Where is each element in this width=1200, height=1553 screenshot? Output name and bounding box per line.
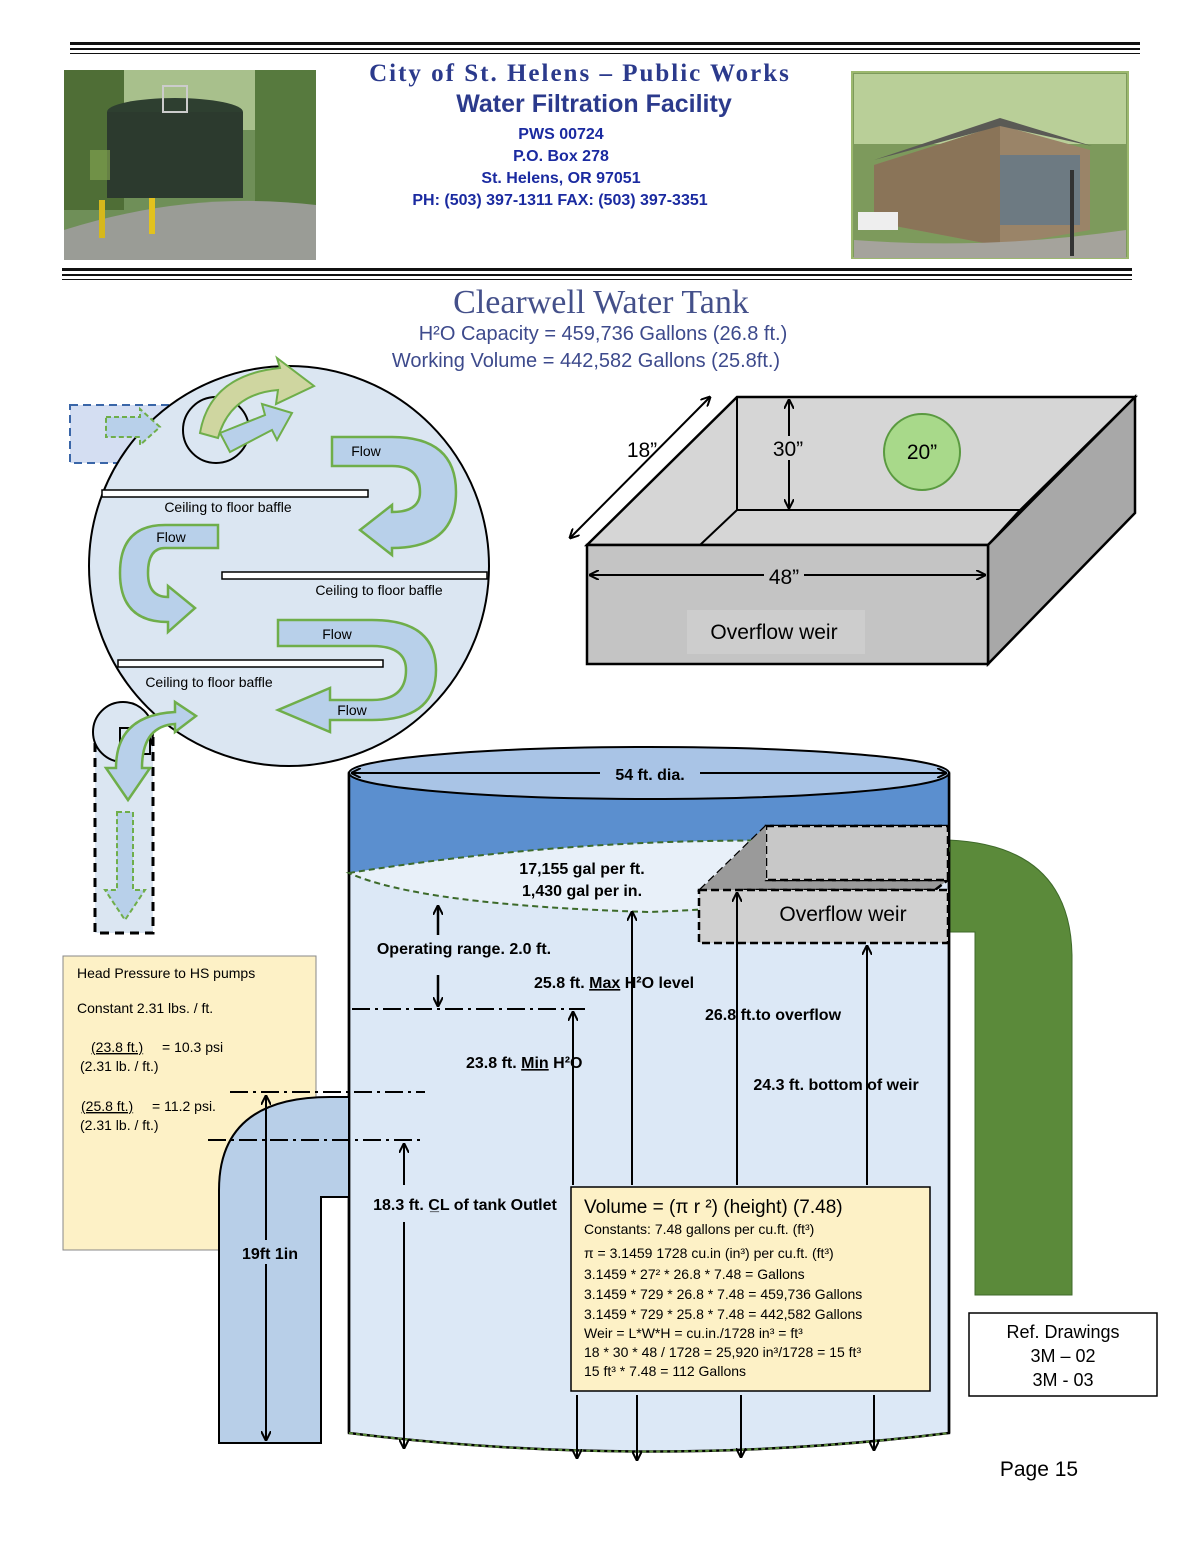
flow-arrow-3: [274, 618, 438, 734]
header-pws: PWS 00724: [518, 126, 603, 143]
weir-height-dim: 30”: [773, 438, 803, 461]
volume-line-3: 3.1459 * 27² * 26.8 * 7.48 = Gallons: [584, 1266, 805, 1282]
riser-arrow: [198, 355, 316, 440]
weir-depth-dim: 18”: [627, 439, 657, 462]
baffle-label-3: Ceiling to floor baffle: [145, 674, 273, 690]
baffle-3: [117, 659, 384, 668]
flow-diagram: Flow Flow Flow Flow Ceiling to floor baf…: [69, 355, 490, 935]
outlet-cl-label: 18.3 ft. C̲L of tank Outlet: [373, 1197, 557, 1214]
ref-drawing-1: 3M – 02: [1030, 1346, 1095, 1366]
volume-line-7: 18 * 30 * 48 / 1728 = 25,920 in³/1728 = …: [584, 1344, 861, 1360]
max-level-label: 25.8 ft. Max H²O level: [534, 975, 694, 992]
baffle-label-1: Ceiling to floor baffle: [164, 499, 292, 515]
flow-label-1: Flow: [351, 443, 381, 459]
header-subtitle: Water Filtration Facility: [456, 90, 732, 118]
head-pressure-constant: Constant 2.31 lbs. / ft.: [77, 1000, 213, 1016]
weir-circle: [883, 413, 961, 491]
gal-per-in: 1,430 gal per in.: [522, 883, 642, 900]
eq1-denominator: (2.31 lb. / ft.): [80, 1058, 159, 1074]
volume-formula: Volume = (π r ²) (height) (7.48): [584, 1197, 843, 1218]
flow-label-3: Flow: [322, 626, 352, 642]
pipe-height-label: 19ft 1in: [242, 1246, 298, 1263]
weir-label: Overflow weir: [710, 621, 837, 644]
eq2-result: = 11.2 psi.: [152, 1098, 216, 1114]
tank-outlet-pipe: [218, 1096, 350, 1444]
outlet-arrow: [103, 699, 199, 803]
flow-arrow-1: [330, 435, 458, 558]
eq2-numerator: (25.8 ft.): [81, 1098, 133, 1114]
header-phone: PH: (503) 397-1311 FAX: (503) 397-3351: [412, 192, 707, 209]
header-city: St. Helens, OR 97051: [481, 170, 640, 187]
flow-arrow-2: [118, 523, 220, 635]
capacity-line: H²O Capacity = 459,736 Gallons (26.8 ft.…: [419, 323, 788, 345]
volume-line-8: 15 ft³ * 7.48 = 112 Gallons: [584, 1363, 746, 1379]
gal-per-ft: 17,155 gal per ft.: [519, 861, 644, 878]
eq1-numerator: (23.8 ft.): [91, 1039, 143, 1055]
working-volume-line: Working Volume = 442,582 Gallons (25.8ft…: [392, 350, 780, 372]
depth-dim-arrow: [570, 397, 710, 538]
header-rule-top: [70, 42, 1140, 45]
to-overflow-label: 26.8 ft.to overflow: [705, 1007, 842, 1024]
baffle-label-2: Ceiling to floor baffle: [315, 582, 443, 598]
header-rule-bottom: [62, 268, 1132, 271]
tank-weir-label: Overflow weir: [779, 903, 906, 926]
volume-line-4: 3.1459 * 729 * 26.8 * 7.48 = 459,736 Gal…: [584, 1286, 862, 1302]
volume-box: Volume = (π r ²) (height) (7.48) Constan…: [570, 1186, 931, 1392]
baffle-2: [221, 571, 488, 580]
flow-label-4: Flow: [337, 702, 367, 718]
page-title: Clearwell Water Tank: [453, 284, 749, 321]
inlet-arrow: [105, 406, 162, 448]
weir-circle-dim: 20”: [907, 441, 937, 464]
tank-diameter: 54 ft. dia.: [615, 767, 684, 784]
eq1-result: = 10.3 psi: [162, 1039, 223, 1055]
header: City of St. Helens – Public Works Water …: [62, 42, 1140, 280]
weir-box: 20” 18” 30” 48” Overflow weir: [570, 393, 1139, 668]
baffle-1: [101, 489, 369, 498]
operating-range: Operating range. 2.0 ft.: [377, 941, 551, 958]
bottom-weir-label: 24.3 ft. bottom of weir: [753, 1077, 918, 1094]
page-number: Page 15: [1000, 1458, 1078, 1481]
flow-label-2: Flow: [156, 529, 186, 545]
volume-line-2: π = 3.1459 1728 cu.in (in³) per cu.ft. (…: [584, 1245, 834, 1261]
ref-drawings-box: Ref. Drawings 3M – 02 3M - 03: [968, 1312, 1158, 1397]
overflow-pipe: [947, 839, 1073, 1296]
volume-line-6: Weir = L*W*H = cu.in./1728 in³ = ft³: [584, 1325, 803, 1341]
tank-photo: [64, 70, 316, 260]
building-photo: [851, 71, 1129, 259]
header-title: City of St. Helens – Public Works: [369, 60, 791, 87]
ref-drawings-title: Ref. Drawings: [1006, 1322, 1119, 1342]
head-pressure-title: Head Pressure to HS pumps: [77, 965, 255, 981]
volume-line-5: 3.1459 * 729 * 25.8 * 7.48 = 442,582 Gal…: [584, 1306, 862, 1322]
header-po-box: P.O. Box 278: [513, 148, 609, 165]
weir-length-dim: 48”: [769, 566, 799, 589]
ref-drawing-2: 3M - 03: [1032, 1370, 1093, 1390]
eq2-denominator: (2.31 lb. / ft.): [80, 1117, 159, 1133]
volume-line-1: Constants: 7.48 gallons per cu.ft. (ft³): [584, 1221, 814, 1237]
min-level-label: 23.8 ft. Min H²O: [466, 1055, 582, 1072]
